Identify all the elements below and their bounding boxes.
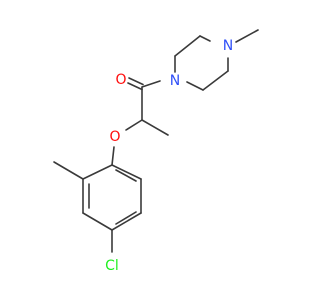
bond-layer [53,29,259,253]
atom-n-methyl: N [223,38,233,54]
molecule-canvas: O N N O Cl [53,29,259,274]
bond-ring-c2-c3 [174,35,201,57]
atom-cl: Cl [105,258,119,274]
bond-carbonyl-n [141,80,161,88]
bond-ar-c4-c5 [111,212,142,231]
molecule-structure: O N N O Cl [53,29,259,274]
atom-n-amide: N [170,73,180,89]
bond-alpha-methyl [141,119,169,136]
bond-alpha-o [125,119,143,131]
bond-carbonyl-double-2 [128,77,144,86]
bond-ar-c3-c4 [82,212,113,231]
atom-o-carbonyl: O [115,72,126,88]
atom-label-layer: O N N O Cl [105,38,233,274]
bond-ar-c1-c2 [82,164,113,180]
atom-o-ether: O [109,129,120,145]
bond-ring-c5-c6 [202,70,229,91]
bond-o-aryl [111,146,115,166]
bond-ar-c6-c1 [111,164,142,180]
bond-carbonyl-double-1 [127,82,143,91]
bond-ring-c3-n4 [199,35,211,42]
bond-ar-methyl [53,161,84,180]
bond-n-methyl [235,29,259,43]
bond-ring-c6-n1 [186,81,204,91]
bond-ar-inner-3 [115,169,137,182]
bond-ar-inner-2 [115,211,137,225]
